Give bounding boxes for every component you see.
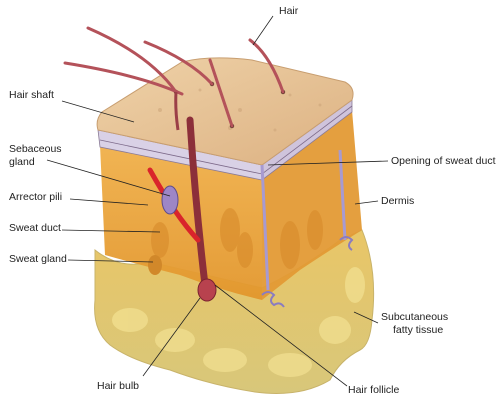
label-hair-shaft: Hair shaft	[9, 89, 54, 101]
hair-bulb	[198, 279, 216, 301]
label-dermis: Dermis	[381, 195, 414, 207]
label-hair: Hair	[279, 5, 298, 17]
label-opening-of-sweat-duct: Opening of sweat duct	[391, 155, 495, 167]
sweat-gland-left	[148, 255, 162, 275]
label-sweat-gland: Sweat gland	[9, 253, 67, 265]
sebaceous-gland	[162, 186, 178, 214]
label-hair-bulb: Hair bulb	[97, 380, 139, 392]
label-sebaceous-gland-line2: gland	[9, 156, 35, 168]
label-sweat-duct: Sweat duct	[9, 222, 61, 234]
label-subcutaneous-line1: Subcutaneous	[381, 311, 448, 323]
label-hair-follicle: Hair follicle	[348, 384, 399, 396]
label-arrector-pili: Arrector pili	[9, 191, 62, 203]
label-sebaceous-gland-line1: Sebaceous	[9, 143, 62, 155]
label-subcutaneous-line2: fatty tissue	[393, 324, 443, 336]
